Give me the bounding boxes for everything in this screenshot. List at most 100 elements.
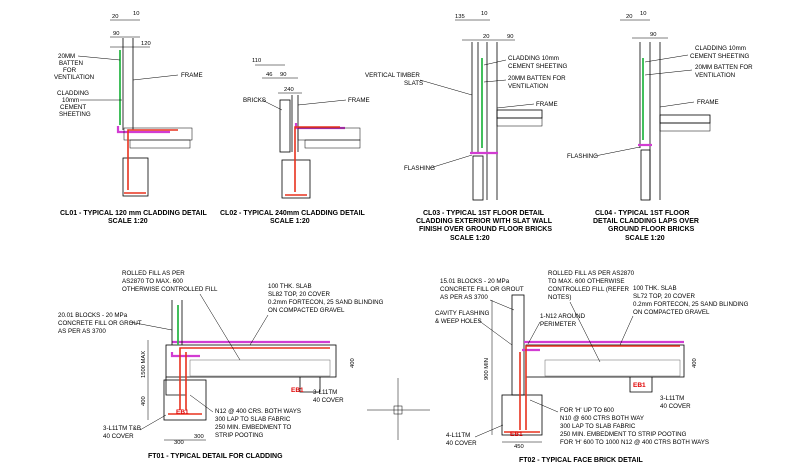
ft01-eb1-tag-1: EB1 bbox=[291, 387, 304, 394]
cl02-title: CL02 - TYPICAL 240mm CLADDING DETAIL bbox=[220, 210, 366, 217]
cl03-slats-label-1: VERTICAL TIMBER bbox=[365, 72, 420, 79]
ft02-slab bbox=[525, 344, 685, 378]
ft02-slab-label-1: 100 THK. SLAB bbox=[633, 285, 677, 292]
sheet-crosshair bbox=[367, 378, 430, 440]
ft01-footing-label-2: 40 COVER bbox=[103, 433, 134, 440]
cl03-title-2: CLADDING EXTERIOR WITH SLAT WALL bbox=[416, 218, 553, 225]
cl01-scale: SCALE 1:20 bbox=[108, 218, 148, 225]
cl04-title-3: GROUND FLOOR BRICKS bbox=[608, 226, 695, 233]
cl04-title-1: CL04 - TYPICAL 1ST FLOOR bbox=[595, 210, 689, 217]
ft02-fill-label-4: NOTES) bbox=[548, 294, 571, 301]
ft01-dim-400-b: 400 bbox=[350, 358, 356, 368]
cl04-cladding-label-2: CEMENT SHEETING bbox=[690, 53, 750, 60]
detail-cl04: 20 10 90 CLADDING 10mm CEMENT SHEETING 2… bbox=[567, 11, 753, 242]
cl01-dim-120: 120 bbox=[141, 41, 151, 47]
ft01-blocks-label-1: 20.01 BLOCKS - 20 MPa bbox=[58, 312, 128, 319]
ft02-eb1-tag-1: EB1 bbox=[633, 382, 646, 389]
ft02-footing-label-1: 4-L11TM bbox=[446, 432, 470, 439]
cl04-dim-90: 90 bbox=[650, 32, 656, 38]
cl03-frame-label: FRAME bbox=[536, 101, 558, 108]
ft01-dim-300-b: 300 bbox=[174, 440, 184, 446]
ft02-slab-label-3: 0.2mm FORTECON, 25 SAND BLINDING bbox=[633, 301, 749, 308]
cl04-title-4: SCALE 1:20 bbox=[625, 235, 665, 242]
cl02-dim-240: 240 bbox=[284, 87, 294, 93]
ft02-footing bbox=[501, 394, 543, 436]
ft01-trim-label-1: 3-L11TM bbox=[313, 389, 337, 396]
ft02-fill-label-1: ROLLED FILL AS PER AS2870 bbox=[548, 270, 635, 277]
ft02-eb1-tag-2: EB1 bbox=[510, 431, 523, 438]
ft02-dim-900: 900 MIN bbox=[484, 358, 490, 380]
ft01-dim-400-a: 400 bbox=[141, 396, 147, 406]
cl03-dim-90: 90 bbox=[507, 34, 513, 40]
cl01-cladding-label-3: CEMENT bbox=[60, 104, 86, 111]
cl03-batten-label-2: VENTILATION bbox=[508, 83, 548, 90]
cl01-dim-20: 20 bbox=[112, 14, 118, 20]
ft01-blocks-label-3: AS PER AS 3700 bbox=[58, 328, 106, 335]
cl03-title-1: CL03 - TYPICAL 1ST FLOOR DETAIL bbox=[423, 210, 545, 217]
ft02-dim-400: 400 bbox=[692, 358, 698, 368]
cl04-dim-20: 20 bbox=[626, 14, 632, 20]
ft01-bars-label-2: 300 LAP TO SLAB FABRIC bbox=[215, 416, 291, 423]
ft01-fill-label-3: OTHERWISE CONTROLLED FILL bbox=[122, 286, 218, 293]
cl02-frame-label: FRAME bbox=[348, 97, 370, 104]
ft02-perimeter-label-2: PERIMETER bbox=[540, 321, 577, 328]
ft01-trim-label-2: 40 COVER bbox=[313, 397, 344, 404]
ft01-slab-label-4: ON COMPACTED GRAVEL bbox=[268, 307, 345, 314]
ft01-fill-label-2: AS2870 TO MAX. 600 bbox=[122, 278, 184, 285]
ft02-perimeter-label-1: 1-N12 AROUND bbox=[540, 313, 586, 320]
detail-cl02: 110 46 90 240 BRICKS FRAME CL02 - TYPICA… bbox=[220, 58, 370, 225]
cl01-title: CL01 - TYPICAL 120 mm CLADDING DETAIL bbox=[60, 210, 207, 217]
ft02-bars-label-1: FOR 'H' UP TO 600 bbox=[560, 407, 615, 414]
ft01-title: FT01 - TYPICAL DETAIL FOR CLADDING bbox=[148, 453, 283, 460]
detail-cl03: 135 10 20 90 VERTICAL TIMBER SLATS CLADD… bbox=[365, 11, 568, 242]
cl03-title-4: SCALE 1:20 bbox=[450, 235, 490, 242]
cl01-dim-10: 10 bbox=[133, 11, 139, 17]
ft02-slab-label-4: ON COMPACTED GRAVEL bbox=[633, 309, 710, 316]
detail-cl01: 20 10 90 120 20MM BATTEN FOR VENTILATION… bbox=[54, 11, 207, 225]
ft01-slab-label-1: 100 THK. SLAB bbox=[268, 283, 312, 290]
ft02-bars-label-3: 300 LAP TO SLAB FABRIC bbox=[560, 423, 636, 430]
cl03-dim-20: 20 bbox=[483, 34, 489, 40]
ft01-blocks-label-2: CONCRETE FILL OR GROUT bbox=[58, 320, 142, 327]
ft01-footing bbox=[163, 379, 207, 421]
cl01-cladding-label-2: 10mm bbox=[62, 97, 79, 104]
cl04-batten-label-1: 20MM BATTEN FOR bbox=[695, 64, 753, 71]
ft02-blocks-label-1: 15.01 BLOCKS - 20 MPa bbox=[440, 278, 510, 285]
cl02-scale: SCALE 1:20 bbox=[270, 218, 310, 225]
cl03-dim-10: 10 bbox=[481, 11, 487, 17]
cl01-cladding-label-1: CLADDING bbox=[57, 90, 89, 97]
cl04-flashing-label: FLASHING bbox=[567, 153, 598, 160]
ft01-bars-label-1: N12 @ 400 CRS. BOTH WAYS bbox=[215, 408, 301, 415]
cl01-batten-label-3: FOR bbox=[63, 67, 77, 74]
cl04-frame-label: FRAME bbox=[697, 99, 719, 106]
cl02-dim-110: 110 bbox=[252, 58, 261, 64]
ft02-fill-label-2: TO MAX. 600 OTHERWISE bbox=[548, 278, 624, 285]
ft02-bars-label-4: 250 MIN. EMBEDMENT TO STRIP POOTING bbox=[560, 431, 687, 438]
cl03-cladding-label-1: CLADDING 10mm bbox=[508, 55, 559, 62]
ft01-slab bbox=[165, 344, 337, 378]
ft02-title: FT02 - TYPICAL FACE BRICK DETAIL bbox=[519, 457, 644, 464]
cl03-dim-135: 135 bbox=[455, 14, 465, 20]
cl04-batten-label-2: VENTILATION bbox=[695, 72, 735, 79]
ft02-cavity-label-1: CAVITY FLASHING bbox=[435, 310, 490, 317]
cl02-bricks-label: BRICKS bbox=[243, 97, 266, 104]
cl02-dim-46: 46 bbox=[266, 72, 272, 78]
cl01-cladding-label-4: SHEETING bbox=[59, 111, 91, 118]
ft02-bars-label-2: N10 @ 600 CTRS BOTH WAY bbox=[560, 415, 644, 422]
ft02-bars-label-5: FOR 'H' 600 TO 1000 N12 @ 400 CTRS BOTH … bbox=[560, 439, 709, 446]
ft01-slab-label-3: 0.2mm FORTECON, 25 SAND BLINDING bbox=[268, 299, 384, 306]
ft01-fill-label-1: ROLLED FILL AS PER bbox=[122, 270, 185, 277]
ft02-blocks-label-2: CONCRETE FILL OR GROUT bbox=[440, 286, 524, 293]
cl03-title-3: FINISH OVER GROUND FLOOR BRICKS bbox=[419, 226, 552, 233]
ft02-trim-label-1: 3-L11TM bbox=[660, 395, 684, 402]
detail-ft01: 1500 MAX 400 400 300 300 EB1 EB1 ROLLED … bbox=[58, 270, 384, 460]
ft01-dim-300-a: 300 bbox=[194, 434, 204, 440]
cl01-batten-label-4: VENTILATION bbox=[54, 74, 94, 81]
cl03-slats-label-2: SLATS bbox=[404, 80, 423, 87]
ft01-footing-label-1: 3-L11TM T&B bbox=[103, 425, 141, 432]
cl03-cladding-label-2: CEMENT SHEETING bbox=[508, 63, 568, 70]
ft02-blocks-label-3: AS PER AS 3700 bbox=[440, 294, 488, 301]
cl04-dim-10: 10 bbox=[640, 11, 646, 17]
